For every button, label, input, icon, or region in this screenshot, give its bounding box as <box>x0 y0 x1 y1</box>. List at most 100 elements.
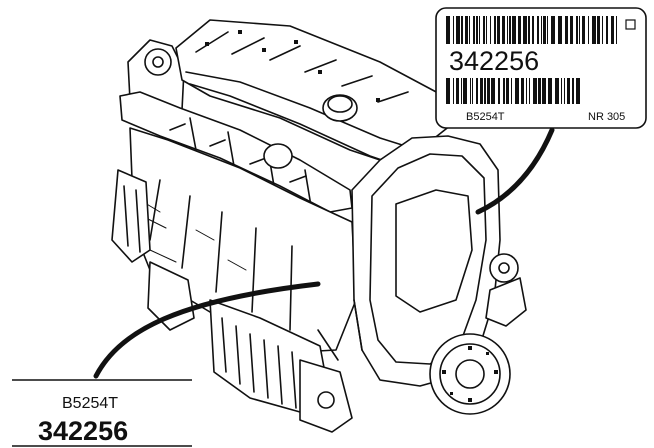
barcode-bar <box>465 16 468 44</box>
barcode-bar <box>461 16 463 44</box>
barcode-bar <box>576 16 578 44</box>
label-corner-mark <box>625 19 636 30</box>
barcode-bar <box>507 16 508 44</box>
cam-end-cap <box>144 48 172 76</box>
barcode-bar <box>463 78 467 104</box>
barcode-bar <box>529 78 530 104</box>
engine-mount-bracket <box>485 277 527 327</box>
callout-engine-code: B5254T <box>62 395 118 412</box>
barcode-bar <box>561 78 562 104</box>
label-engine-code: B5254T <box>466 111 505 123</box>
barcode-bar <box>461 78 462 104</box>
barcode-bar <box>470 78 471 104</box>
label-nr: NR 305 <box>588 111 625 123</box>
barcode-bar <box>558 16 562 44</box>
engine-code-callout: B5254T 342256 <box>12 379 192 447</box>
barcode-bar <box>515 78 519 104</box>
barcode-bar <box>576 78 580 104</box>
barcode-bar <box>503 78 505 104</box>
barcode-bar <box>543 16 546 44</box>
barcode-bar <box>512 16 516 44</box>
drain-plug <box>317 391 335 409</box>
callout-number: 342256 <box>38 416 128 446</box>
barcode-bar <box>533 78 537 104</box>
oil-pan-fins <box>221 317 297 409</box>
callout-pointer-line <box>93 281 321 379</box>
barcode-bar <box>547 16 548 44</box>
barcode-bar <box>582 16 585 44</box>
barcode-bar <box>606 16 608 44</box>
barcode-bar <box>476 78 478 104</box>
oil-filler-cap-top <box>327 95 353 113</box>
barcode-bar <box>538 78 541 104</box>
crankshaft-pulley-hub <box>455 359 485 389</box>
barcode-bar <box>483 16 485 44</box>
idler-pulley-hub <box>498 262 510 274</box>
barcode-bar <box>491 78 495 104</box>
barcode-bar <box>453 16 454 44</box>
barcode-bar <box>497 16 500 44</box>
barcode-bar <box>597 16 600 44</box>
barcode-bar <box>592 16 596 44</box>
intake-runners-detail <box>123 185 141 253</box>
label-number: 342256 <box>449 46 539 76</box>
barcode-bar <box>570 16 573 44</box>
barcode-bar <box>565 16 568 44</box>
crankshaft-pulley-ring <box>439 343 501 405</box>
barcode-bar <box>509 16 511 44</box>
barcode-bar <box>564 78 565 104</box>
barcode-bar <box>456 16 460 44</box>
injectors <box>189 117 312 207</box>
barcode-bar <box>555 78 559 104</box>
barcode-bar <box>532 16 534 44</box>
bellhousing-edge <box>317 299 363 361</box>
barcode-bar <box>551 16 555 44</box>
valve-cover-ridge <box>195 31 409 103</box>
barcode-bar <box>472 78 473 104</box>
barcode-bar <box>446 78 450 104</box>
barcode-bar <box>490 16 491 44</box>
valve-cover-rail-2 <box>185 71 419 151</box>
barcode-bar <box>506 78 509 104</box>
label-pointer-line <box>475 127 555 215</box>
barcode-bar <box>480 78 483 104</box>
intake-rail-slots <box>169 123 307 183</box>
barcode-bar <box>523 16 527 44</box>
barcode-bar <box>486 16 487 44</box>
barcode-bar <box>541 16 542 44</box>
barcode-bar <box>572 78 574 104</box>
barcode-bar <box>611 16 614 44</box>
barcode-bar <box>537 16 539 44</box>
idler-pulley <box>489 253 519 283</box>
barcode-bar <box>616 16 617 44</box>
oil-filler-cap <box>322 94 358 122</box>
barcode-bar <box>548 78 552 104</box>
cam-end-bolt <box>152 56 164 68</box>
barcode-bar <box>579 16 580 44</box>
barcode-bar <box>473 16 475 44</box>
sensor-round <box>263 143 293 169</box>
barcode-bar <box>487 78 490 104</box>
barcode-bar <box>484 78 486 104</box>
barcode-bar <box>469 16 470 44</box>
barcode-bar <box>511 78 512 104</box>
engine-illustration <box>111 19 527 433</box>
barcode-bar <box>446 16 450 44</box>
barcode-bar <box>567 78 570 104</box>
block-ribs <box>149 179 293 331</box>
timing-cover-panel <box>395 189 473 313</box>
barcode-bar <box>498 78 500 104</box>
intake-runners <box>111 169 151 263</box>
barcode-bar <box>479 16 480 44</box>
barcode-bar <box>453 78 454 104</box>
barcode-bar <box>528 16 530 44</box>
barcode-bar <box>588 16 589 44</box>
barcode-top <box>446 16 617 44</box>
barcode-bottom <box>446 78 580 104</box>
barcode-bar <box>526 78 527 104</box>
barcode-bar <box>518 16 521 44</box>
barcode-bar <box>476 16 478 44</box>
barcode-bar <box>602 16 603 44</box>
